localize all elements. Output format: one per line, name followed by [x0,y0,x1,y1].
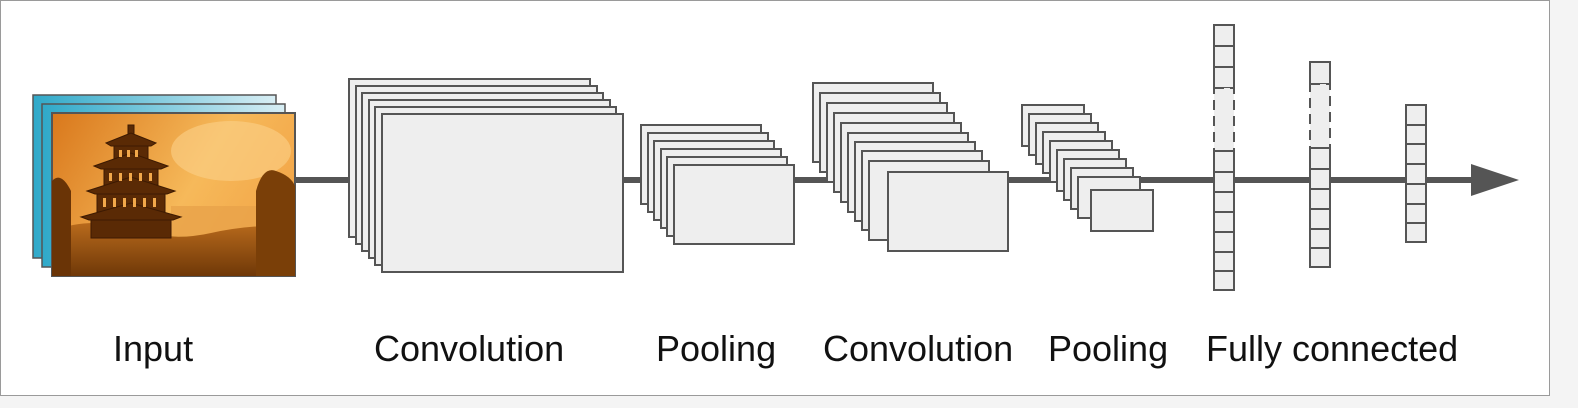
input-image-stack [32,94,296,277]
label-input: Input [113,328,194,369]
label-pooling-1: Pooling [656,328,777,369]
label-fully-connected: Fully connected [1206,328,1459,369]
fc-layer-3 [1405,104,1427,243]
pooled-map [1090,189,1154,232]
label-convolution-1: Convolution [374,328,565,369]
arrow-head-icon [1471,164,1519,196]
label-convolution-2: Convolution [823,328,1014,369]
pooling-2-maps [1021,104,1154,232]
feature-map [887,171,1009,252]
pooled-map [673,164,795,245]
cnn-architecture-figure: Input Convolution Pooling Convolution Po… [0,0,1550,396]
label-pooling-2: Pooling [1048,328,1169,369]
pagoda-photo-icon [51,112,296,277]
pooling-1-maps [640,124,795,245]
convolution-2-maps [812,82,1009,252]
cnn-diagram [32,24,1519,291]
fc-layer-2 [1309,61,1331,268]
fc-layer-1 [1213,24,1235,291]
feature-map [381,113,624,273]
convolution-1-maps [348,78,624,273]
